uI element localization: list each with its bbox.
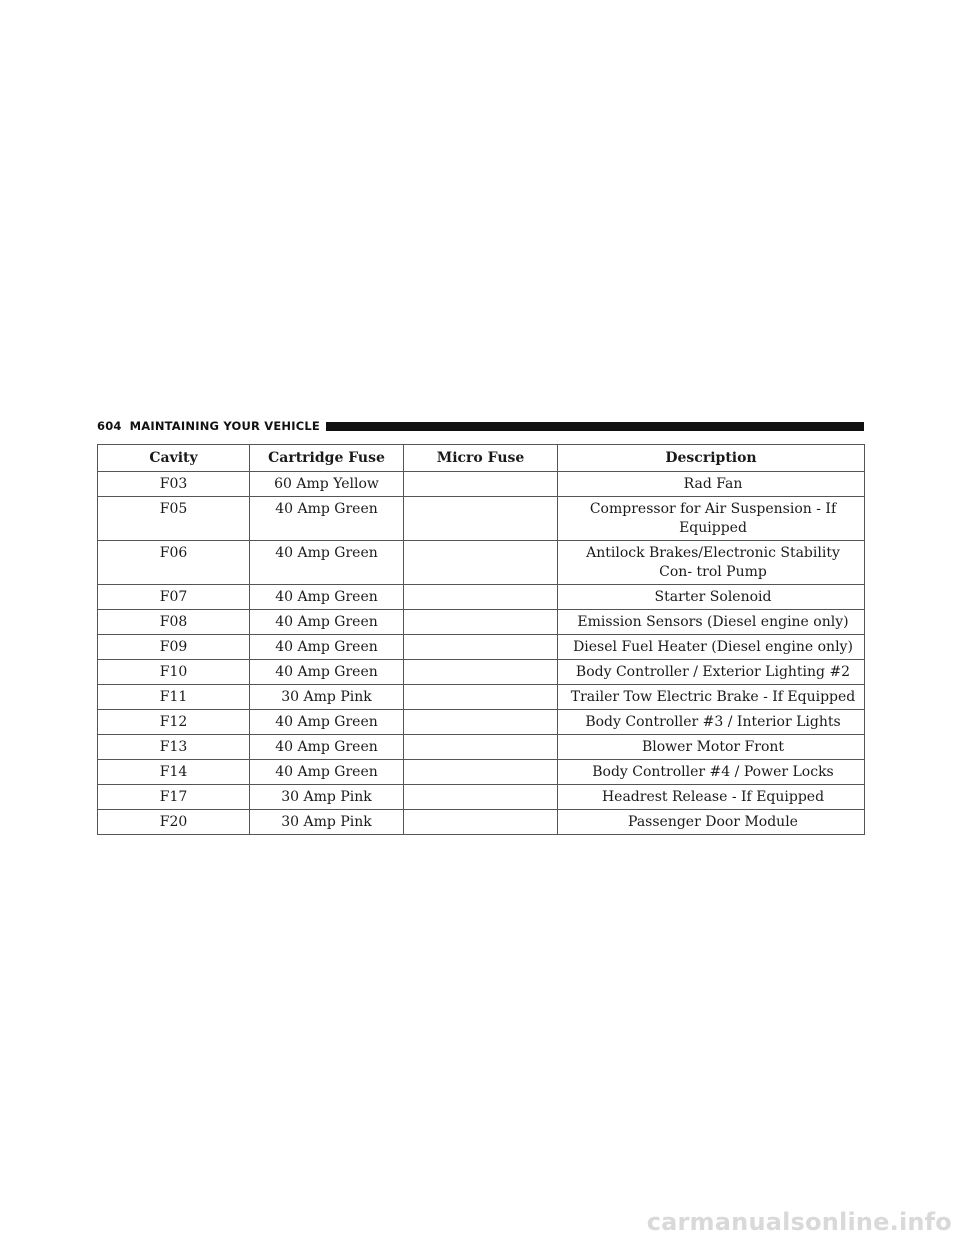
watermark: carmanualsonline.info	[646, 1208, 952, 1236]
cell-cartridge-fuse: 30 Amp Pink	[249, 784, 404, 810]
cell-micro-fuse	[403, 609, 558, 635]
cell-micro-fuse	[403, 584, 558, 610]
cell-cavity: F12	[97, 709, 250, 735]
cell-description: Emission Sensors (Diesel engine only)	[557, 609, 865, 635]
cell-cartridge-fuse: 30 Amp Pink	[249, 684, 404, 710]
cell-cavity: F08	[97, 609, 250, 635]
cell-micro-fuse	[403, 709, 558, 735]
cell-description: Diesel Fuel Heater (Diesel engine only)	[557, 634, 865, 660]
cell-cavity: F05	[97, 496, 250, 541]
cell-micro-fuse	[403, 634, 558, 660]
cell-cartridge-fuse: 40 Amp Green	[249, 759, 404, 785]
cell-cartridge-fuse: 40 Amp Green	[249, 584, 404, 610]
column-header-description: Description	[557, 444, 865, 472]
cell-cavity: F09	[97, 634, 250, 660]
cell-cavity: F13	[97, 734, 250, 760]
cell-cavity: F03	[97, 471, 250, 497]
page-number: 604	[97, 419, 122, 433]
page-header: 604 MAINTAINING YOUR VEHICLE	[97, 417, 864, 435]
cell-cartridge-fuse: 40 Amp Green	[249, 634, 404, 660]
cell-micro-fuse	[403, 809, 558, 835]
cell-micro-fuse	[403, 540, 558, 585]
cell-description: Body Controller #4 / Power Locks	[557, 759, 865, 785]
cell-cartridge-fuse: 40 Amp Green	[249, 540, 404, 585]
cell-micro-fuse	[403, 496, 558, 541]
column-header-cartridge-fuse: Cartridge Fuse	[249, 444, 404, 472]
cell-description: Headrest Release - If Equipped	[557, 784, 865, 810]
cell-cavity: F20	[97, 809, 250, 835]
column-header-cavity: Cavity	[97, 444, 250, 472]
cell-cartridge-fuse: 40 Amp Green	[249, 709, 404, 735]
cell-cavity: F17	[97, 784, 250, 810]
cell-micro-fuse	[403, 759, 558, 785]
column-header-micro-fuse: Micro Fuse	[403, 444, 558, 472]
cell-description: Body Controller #3 / Interior Lights	[557, 709, 865, 735]
cell-description: Blower Motor Front	[557, 734, 865, 760]
fuse-table: Cavity Cartridge Fuse Micro Fuse Descrip…	[97, 444, 865, 835]
cell-micro-fuse	[403, 684, 558, 710]
cell-description: Body Controller / Exterior Lighting #2	[557, 659, 865, 685]
cell-cavity: F10	[97, 659, 250, 685]
cell-description: Antilock Brakes/Electronic Stability Con…	[557, 540, 865, 585]
cell-cartridge-fuse: 40 Amp Green	[249, 734, 404, 760]
cell-cartridge-fuse: 40 Amp Green	[249, 496, 404, 541]
cell-description: Starter Solenoid	[557, 584, 865, 610]
cell-cavity: F07	[97, 584, 250, 610]
table-header-row: Cavity Cartridge Fuse Micro Fuse Descrip…	[97, 444, 865, 472]
section-title: MAINTAINING YOUR VEHICLE	[129, 419, 320, 433]
header-rule	[325, 421, 864, 431]
cell-cartridge-fuse: 60 Amp Yellow	[249, 471, 404, 497]
cell-description: Rad Fan	[557, 471, 865, 497]
cell-cavity: F06	[97, 540, 250, 585]
cell-micro-fuse	[403, 471, 558, 497]
cell-cavity: F14	[97, 759, 250, 785]
cell-micro-fuse	[403, 659, 558, 685]
cell-description: Passenger Door Module	[557, 809, 865, 835]
cell-description: Compressor for Air Suspension - If Equip…	[557, 496, 865, 541]
cell-cartridge-fuse: 30 Amp Pink	[249, 809, 404, 835]
cell-cavity: F11	[97, 684, 250, 710]
cell-description: Trailer Tow Electric Brake - If Equipped	[557, 684, 865, 710]
cell-cartridge-fuse: 40 Amp Green	[249, 609, 404, 635]
cell-cartridge-fuse: 40 Amp Green	[249, 659, 404, 685]
cell-micro-fuse	[403, 784, 558, 810]
cell-micro-fuse	[403, 734, 558, 760]
